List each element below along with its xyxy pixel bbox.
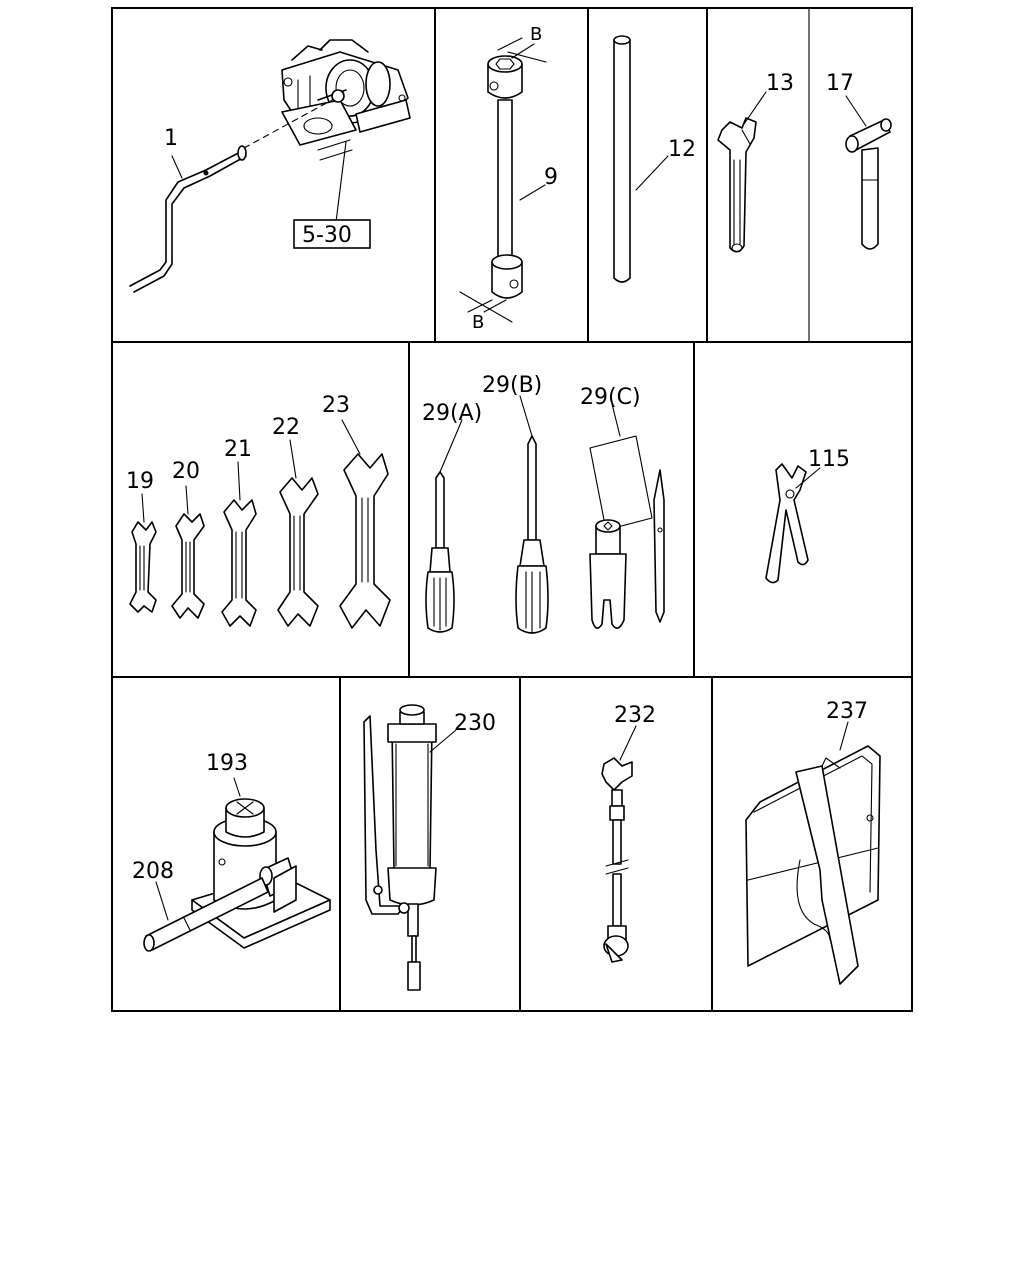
part-label-29c: 29(C) bbox=[580, 385, 641, 410]
part-label-193: 193 bbox=[206, 751, 248, 776]
grease-gun-drawing bbox=[363, 704, 457, 991]
bottle-jack-drawing bbox=[143, 777, 331, 952]
wheel-nut-wrench-drawing bbox=[459, 37, 547, 323]
part-label-22: 22 bbox=[272, 415, 300, 440]
part-label-29a: 29(A) bbox=[422, 401, 482, 426]
reference-label-5-30: 5-30 bbox=[302, 223, 352, 248]
diagram-frame bbox=[111, 7, 913, 1012]
part-label-13: 13 bbox=[766, 71, 794, 96]
bar-drawing bbox=[613, 35, 669, 283]
part-label-1: 1 bbox=[164, 126, 178, 151]
part-label-17: 17 bbox=[826, 71, 854, 96]
part-label-208: 208 bbox=[132, 859, 174, 884]
pliers-drawing bbox=[765, 463, 821, 584]
dimension-label-b-top: B bbox=[530, 24, 542, 45]
jack-handle-drawing bbox=[129, 39, 411, 293]
part-label-19: 19 bbox=[126, 469, 154, 494]
dimension-label-b-bottom: B bbox=[472, 312, 484, 333]
part-label-29b: 29(B) bbox=[482, 373, 542, 398]
part-label-21: 21 bbox=[224, 437, 252, 462]
hammer-drawing bbox=[845, 95, 892, 250]
screwdriver-set-drawing bbox=[425, 395, 665, 634]
part-label-12: 12 bbox=[668, 137, 696, 162]
part-label-23: 23 bbox=[322, 393, 350, 418]
part-label-20: 20 bbox=[172, 459, 200, 484]
tool-bag-drawing bbox=[745, 721, 881, 985]
part-label-230: 230 bbox=[454, 711, 496, 736]
part-label-237: 237 bbox=[826, 699, 868, 724]
part-label-232: 232 bbox=[614, 703, 656, 728]
reference-box-5-30 bbox=[293, 219, 371, 249]
part-label-9: 9 bbox=[544, 165, 558, 190]
spanner-set-drawing bbox=[129, 419, 391, 629]
extension-hose-drawing bbox=[601, 725, 637, 963]
adjustable-wrench-drawing bbox=[717, 91, 767, 253]
part-label-115: 115 bbox=[808, 447, 850, 472]
